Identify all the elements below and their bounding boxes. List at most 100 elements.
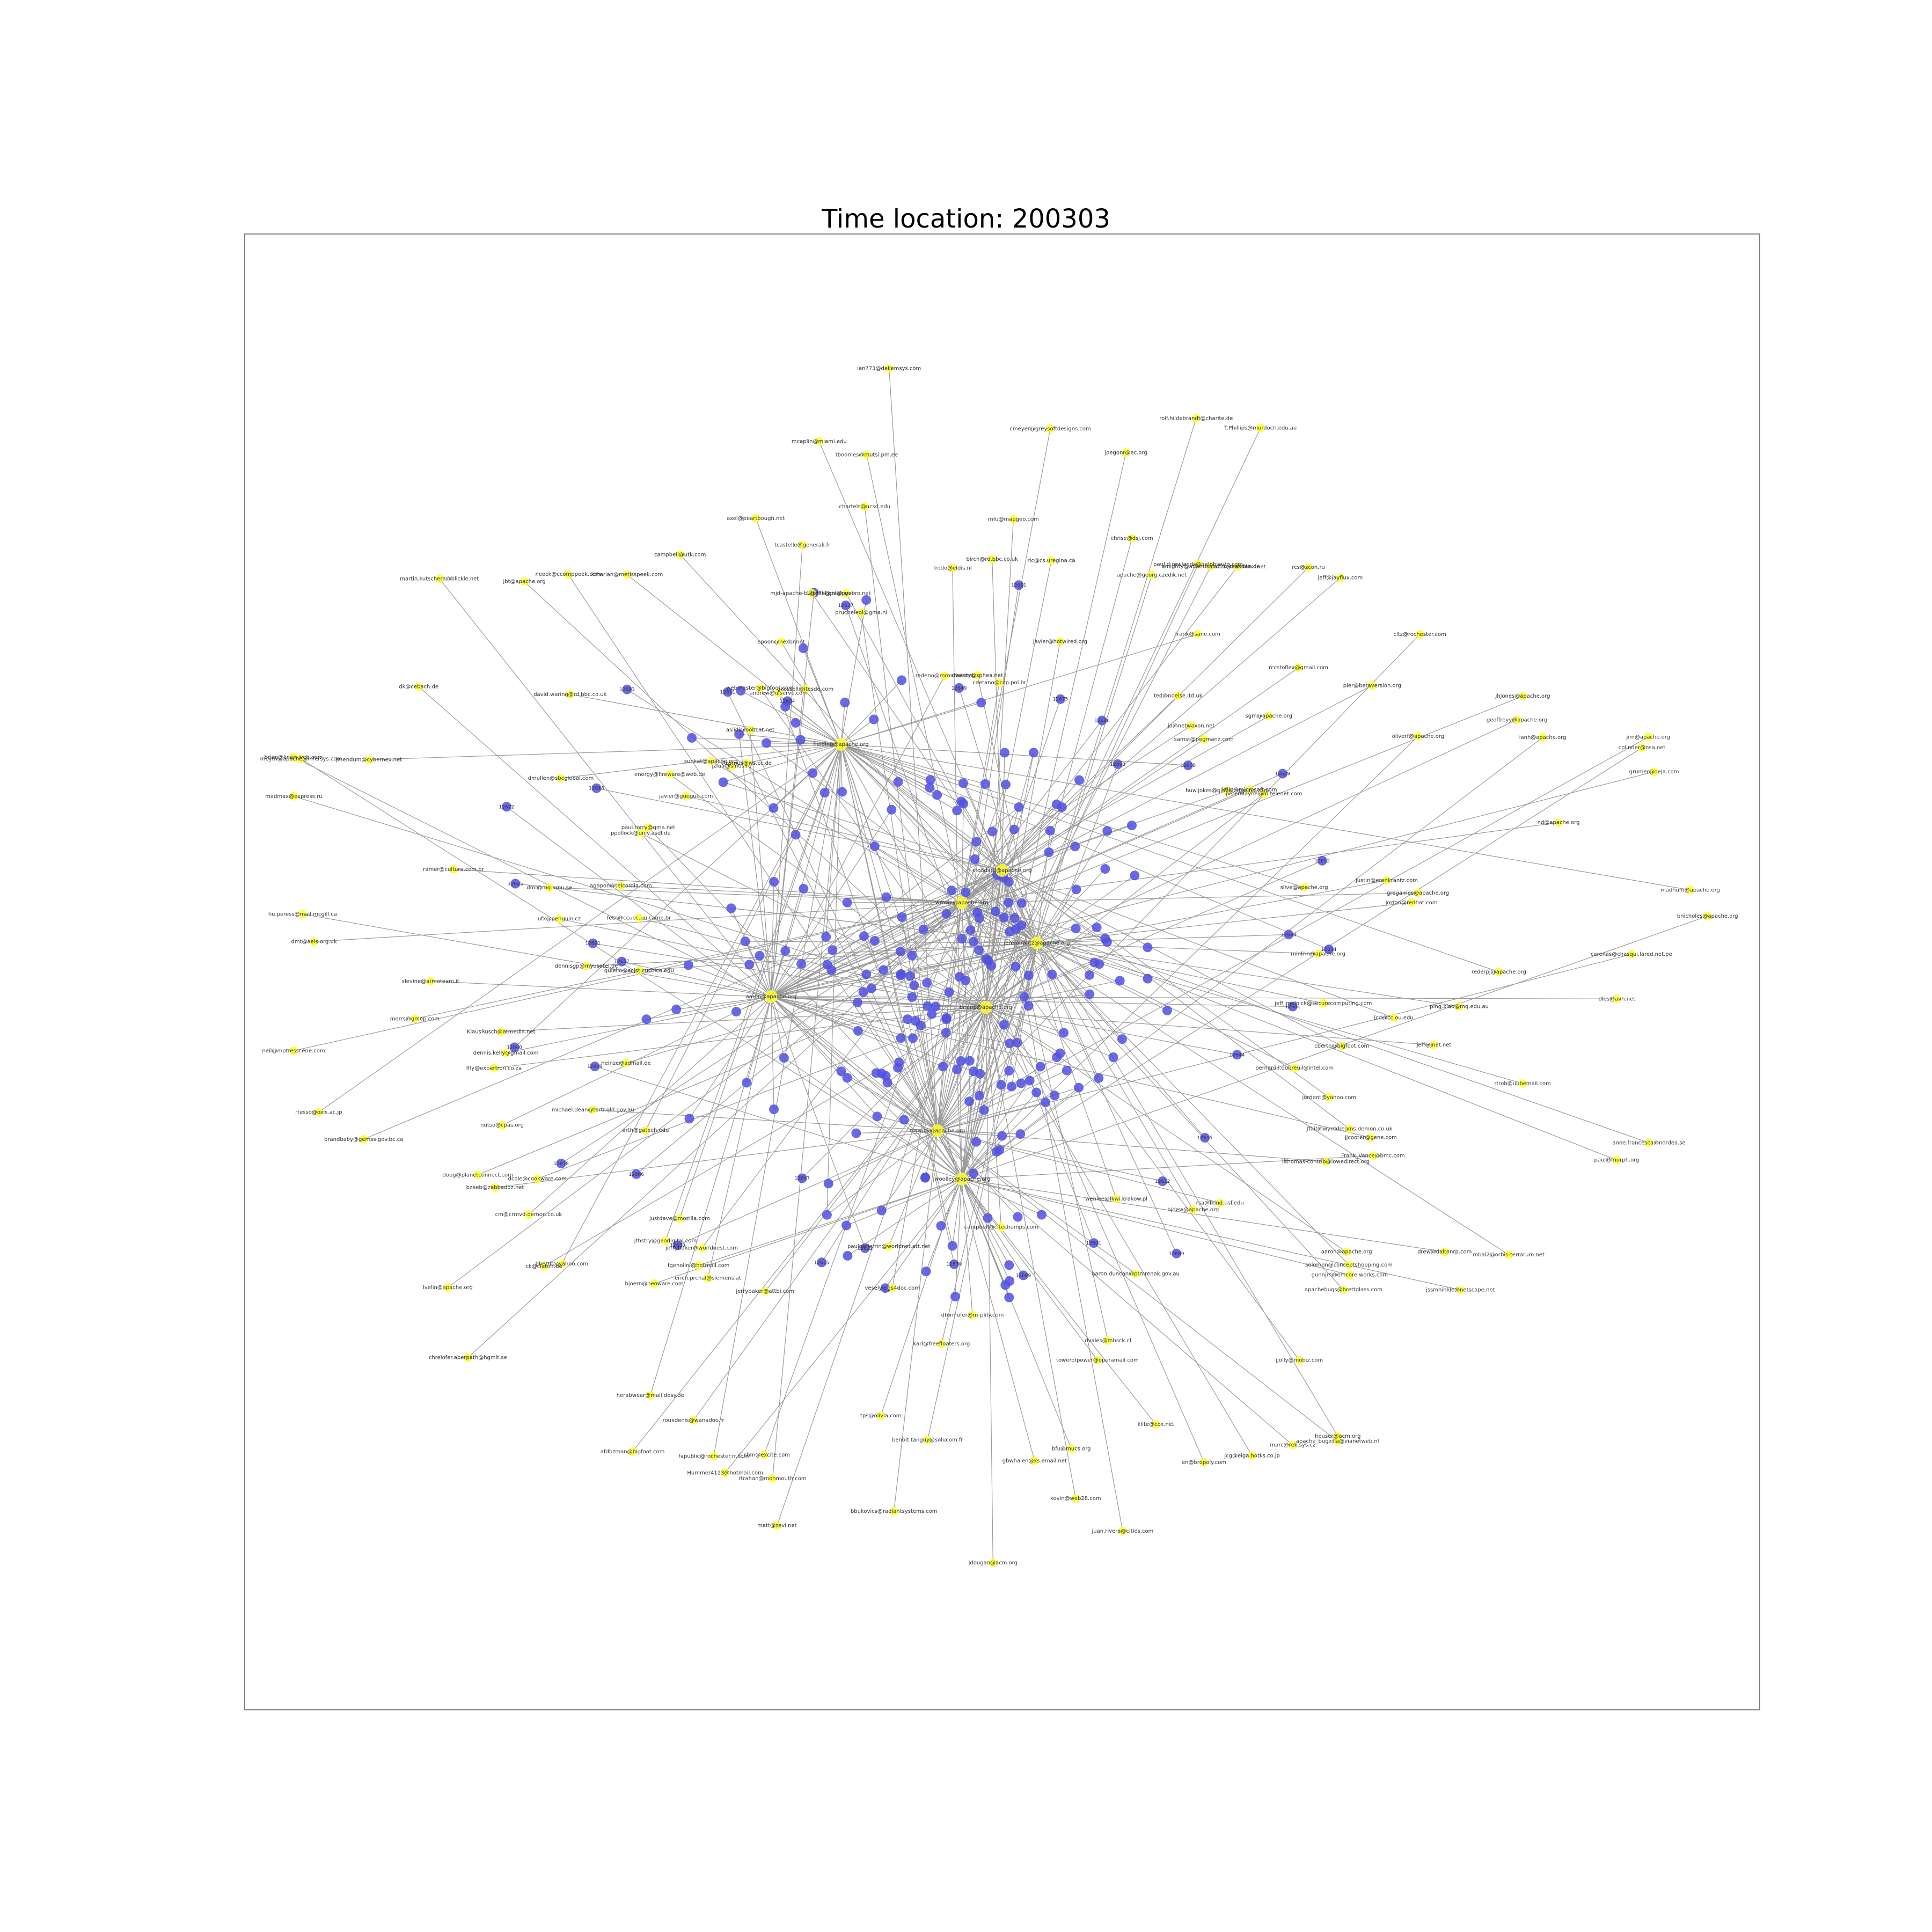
graph-edge [318,744,841,1113]
graph-edge [961,902,1016,967]
person-node [973,671,982,680]
person-node-label: vesely@gs4doc.com [865,1285,920,1291]
person-node-label: bfu@mucs.org [1052,1446,1091,1452]
id-node-label: 12657 [614,960,630,965]
id-node [718,777,728,787]
graph-edge [771,996,1371,1138]
graph-edge [973,942,1037,1072]
graph-edge [745,941,772,997]
person-node-label: ianh@apache.org [1519,735,1567,741]
id-node [1084,970,1094,980]
id-node-label: 12612 [1155,1179,1170,1184]
graph-edge [771,996,866,1249]
person-node [310,937,319,946]
id-node [1062,1065,1072,1075]
graph-edge [811,593,1002,871]
id-node [841,601,851,611]
person-node-label: madmax@express.ru [265,794,322,800]
graph-edge [952,1179,962,1246]
person-node-label: martin.kutschera@blickle.net [400,576,479,582]
person-node [742,758,751,767]
id-node [755,950,765,961]
person-node-label: rccstoflex@gmail.com [1269,665,1328,671]
person-node-label: en@bropoly.com [1182,1460,1226,1466]
person-node [1686,885,1695,895]
graph-edge [985,1007,1060,1054]
person-node [937,1340,946,1349]
graph-edge [739,734,841,745]
person-node-label: bjoern@neoware.com [625,1281,684,1287]
id-node [1047,969,1057,979]
id-node [976,698,986,708]
person-node [756,684,765,693]
graph-edge [515,883,1037,943]
graph-edge [937,1043,1010,1131]
person-node-label: dmi@mg.amu.se [526,885,572,891]
graph-edge [937,1130,974,1174]
id-node [961,887,971,897]
person-node [801,685,810,694]
person-node [987,555,997,564]
id-node [762,738,772,748]
person-node-label: michael.dean@tertr.qld.gov.au [552,1107,634,1113]
person-node-label: javier@hotwired.org [1033,639,1087,645]
person-node [1414,731,1423,741]
id-node [1014,580,1024,590]
id-node [1045,825,1055,836]
graph-edge [866,455,962,903]
person-node [641,1126,650,1135]
id-node-label: 12634 [1321,947,1337,953]
person-node [359,1135,368,1144]
id-node [861,595,872,605]
graph-edge [1001,870,1338,1437]
graph-edge [961,902,1300,1361]
person-node [1304,563,1313,572]
graph-edge [961,902,1205,1463]
person-node-label: cm@crmvd.demon.co.uk [495,1212,562,1218]
graph-edge [595,1066,962,1180]
id-node [974,945,984,955]
id-node [1007,1081,1016,1092]
person-node-label: rolf.hildebrandt@charite.de [1159,415,1233,421]
person-node [623,570,632,579]
person-node-label: kevin@web28.com [1050,1496,1101,1502]
id-node [941,1013,952,1023]
graph-edge [961,829,1015,903]
graph-edge [927,942,1037,1440]
id-node [1035,1062,1045,1072]
person-node-label: karl@freefloaters.org [913,1341,970,1347]
id-node [872,1111,882,1122]
graph-edge [1001,870,1123,1531]
id-node [671,1004,682,1014]
person-node [888,1283,897,1292]
hub-node-label: wrowe@apache.org [935,900,989,906]
graph-edge [840,744,1329,950]
id-node [909,980,919,990]
graph-edge [961,1179,1157,1425]
person-node-label: david.waring@rd.bbc.co.uk [533,692,606,698]
page-title: Time location: 200303 [822,204,1110,234]
id-node-label: 12689 [1169,1252,1184,1257]
graph-edge [846,593,1037,943]
graph-edge [985,1007,1347,1253]
graph-edge [961,428,1051,903]
id-node [684,1114,694,1124]
graph-edge [1036,942,1099,1079]
graph-edge [979,1007,986,1096]
graph-edge [771,789,1250,997]
graph-edge [639,942,1037,971]
graph-edge [826,744,841,1215]
person-node [634,966,643,975]
id-node [799,884,809,894]
id-node [876,1205,887,1216]
id-node [1015,1129,1026,1139]
graph-edge [937,1071,974,1131]
person-node [884,1242,894,1251]
graph-edge [1001,567,1309,871]
id-node [731,1007,741,1017]
person-node-label: rouxdenis@wanadoo.fr [663,1418,725,1424]
id-node [744,960,755,970]
person-node-label: ric@cs.uregina.ca [1027,558,1075,564]
graph-edge [841,1071,938,1131]
id-node [823,1179,833,1189]
